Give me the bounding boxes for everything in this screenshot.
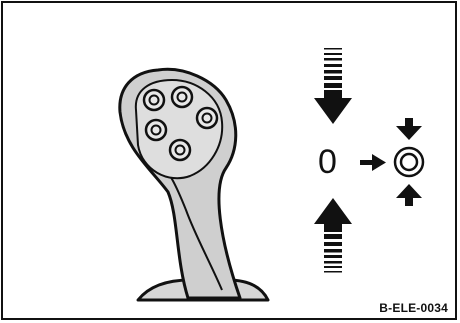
- arrow-right-icon: [360, 154, 386, 171]
- neutral-position-label: 0: [318, 142, 337, 182]
- arrow-up-icon: [314, 198, 352, 273]
- grip-button-icon: [144, 90, 164, 110]
- grip-button-icon: [172, 87, 192, 107]
- figure-code: B-ELE-0034: [379, 301, 448, 315]
- arrow-down-icon: [314, 48, 352, 124]
- grip-button-icon: [146, 120, 166, 140]
- neutral-position-icon: [395, 118, 423, 206]
- grip-button-icon: [197, 108, 217, 128]
- grip-button-icon: [170, 140, 190, 160]
